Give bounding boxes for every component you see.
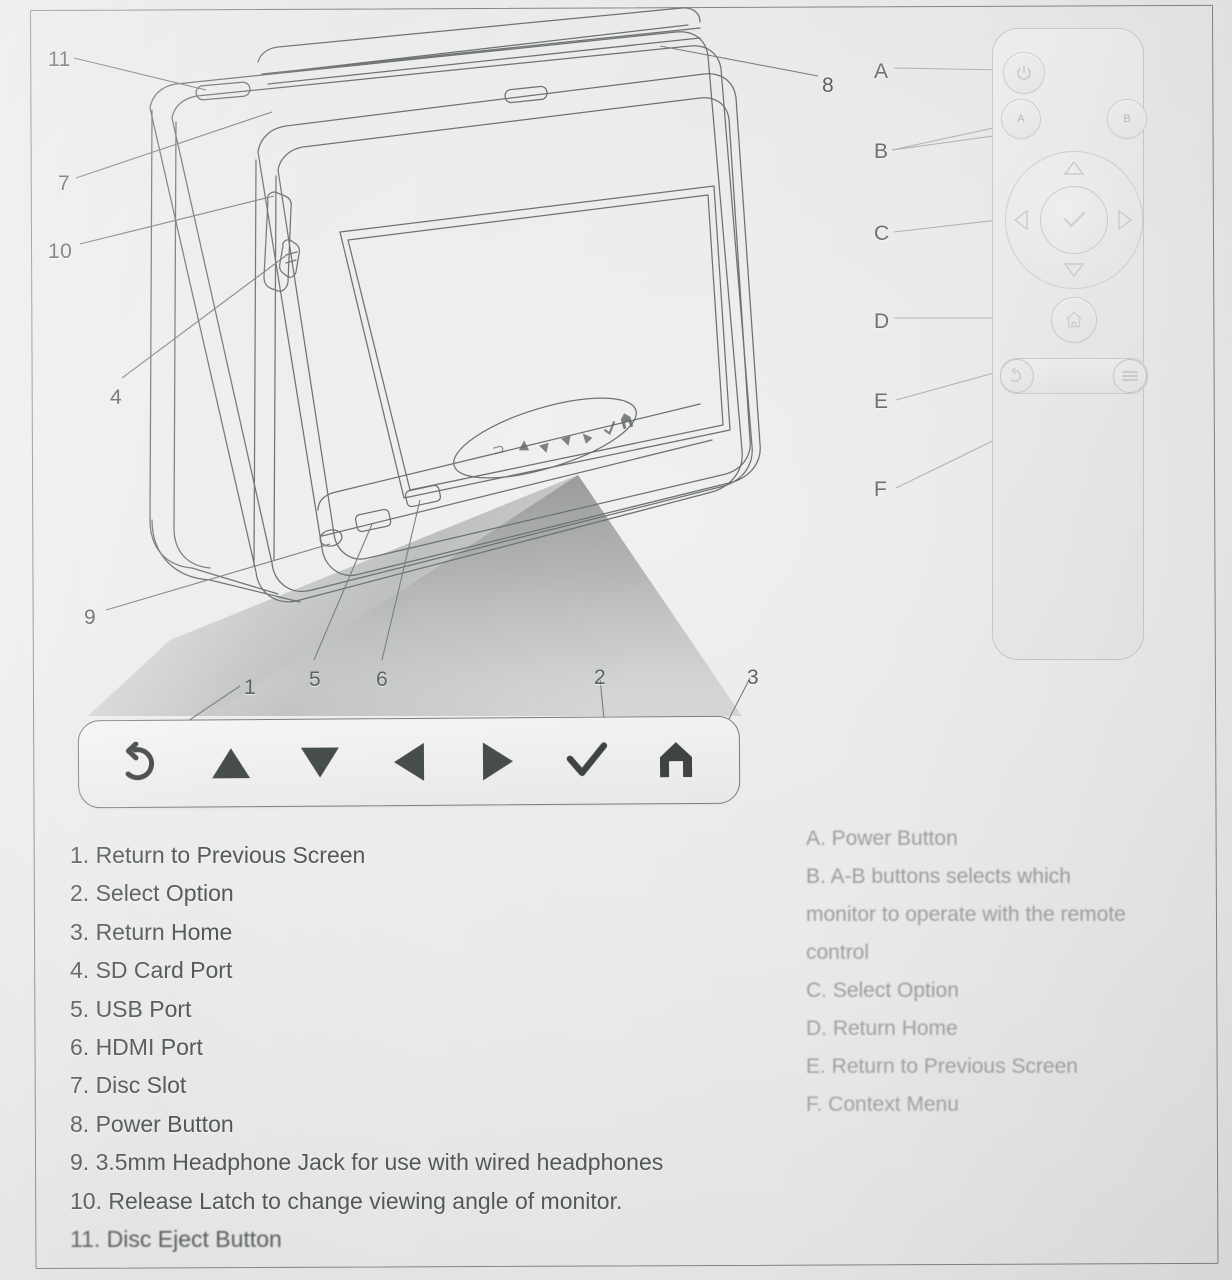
right-button[interactable] xyxy=(453,718,543,805)
remote-back-button[interactable] xyxy=(1000,359,1034,393)
legend-item: 6. HDMI Port xyxy=(70,1034,203,1061)
callout-10: 10 xyxy=(48,240,73,263)
triangle-right-icon xyxy=(482,742,514,781)
legend-right: A. Power Button B. A-B buttons selects w… xyxy=(806,820,1196,1124)
callout-D: D xyxy=(874,310,890,333)
callout-B: B xyxy=(874,140,889,163)
triangle-down-icon xyxy=(300,747,339,778)
legend-item: D. Return Home xyxy=(806,1017,958,1040)
checkmark-icon xyxy=(566,742,608,777)
callout-F: F xyxy=(874,478,888,501)
leader-lines-left xyxy=(73,45,819,611)
legend-item: C. Select Option xyxy=(806,979,959,1002)
legend-item: A. Power Button xyxy=(806,827,958,850)
callout-5: 5 xyxy=(309,668,322,691)
callout-11: 11 xyxy=(48,48,71,71)
legend-item: 7. Disc Slot xyxy=(70,1072,187,1099)
legend-item: 2. Select Option xyxy=(70,880,234,907)
legend-item: F. Context Menu xyxy=(806,1093,959,1116)
remote-a-button[interactable]: A xyxy=(1001,99,1041,139)
legend-item: control xyxy=(806,941,870,964)
down-button[interactable] xyxy=(275,719,365,806)
callout-9: 9 xyxy=(84,606,97,629)
legend-item: 10. Release Latch to change viewing angl… xyxy=(70,1187,623,1214)
callout-C: C xyxy=(874,222,890,245)
remote-menu-button[interactable] xyxy=(1113,359,1147,393)
callout-7: 7 xyxy=(58,172,71,195)
select-button[interactable] xyxy=(542,717,632,804)
monitor-shadow-wedge xyxy=(88,475,742,716)
callout-3: 3 xyxy=(747,666,760,689)
legend-item: 8. Power Button xyxy=(70,1110,234,1137)
control-button-bar xyxy=(77,715,741,809)
legend-item: 9. 3.5mm Headphone Jack for use with wir… xyxy=(70,1149,664,1176)
back-arrow-icon xyxy=(1011,367,1021,382)
legend-item: 3. Return Home xyxy=(70,918,233,945)
callout-1: 1 xyxy=(244,676,257,699)
dpad-triangle-right-icon[interactable] xyxy=(1118,210,1132,230)
home-icon xyxy=(1066,311,1082,328)
dpad-triangle-down-icon[interactable] xyxy=(1064,263,1084,277)
callout-4: 4 xyxy=(110,386,123,409)
legend-item: B. A-B buttons selects which xyxy=(806,865,1071,888)
callout-2: 2 xyxy=(594,666,607,689)
legend-item: 1. Return to Previous Screen xyxy=(70,842,366,868)
triangle-up-icon xyxy=(211,748,250,779)
dpad-triangle-up-icon[interactable] xyxy=(1064,161,1084,175)
legend-left: 1. Return to Previous Screen 2. Select O… xyxy=(70,836,770,1258)
menu-lines-icon xyxy=(1122,371,1138,381)
triangle-left-icon xyxy=(393,742,425,781)
remote-b-label: B xyxy=(1123,113,1131,125)
home-button[interactable] xyxy=(632,717,722,804)
callout-8: 8 xyxy=(822,74,835,97)
legend-item: 5. USB Port xyxy=(70,995,192,1022)
callout-A: A xyxy=(874,60,889,83)
legend-item: 4. SD Card Port xyxy=(70,957,233,984)
legend-item: E. Return to Previous Screen xyxy=(806,1055,1078,1078)
up-button[interactable] xyxy=(186,720,276,807)
bezel-control-glyphs: ⊃ xyxy=(490,413,634,460)
remote-b-button[interactable]: B xyxy=(1107,99,1147,139)
legend-item: monitor to operate with the remote xyxy=(806,903,1126,926)
home-icon xyxy=(660,742,693,778)
dpad-triangle-left-icon[interactable] xyxy=(1014,210,1028,230)
back-button[interactable] xyxy=(97,721,187,808)
monitor-drawing xyxy=(149,7,761,603)
legend-item: 11. Disc Eject Button xyxy=(70,1226,282,1253)
callout-E: E xyxy=(874,390,889,413)
remote-select-button[interactable] xyxy=(1040,186,1108,254)
remote-a-label: A xyxy=(1017,113,1025,125)
left-button[interactable] xyxy=(364,719,454,806)
remote-power-button[interactable] xyxy=(1003,52,1045,94)
remote-home-button[interactable] xyxy=(1051,297,1097,343)
power-icon xyxy=(1017,65,1031,80)
svg-text:⊃: ⊃ xyxy=(490,440,507,460)
callout-6: 6 xyxy=(376,668,389,691)
checkmark-icon xyxy=(1063,211,1086,228)
back-arrow-icon xyxy=(125,741,154,781)
